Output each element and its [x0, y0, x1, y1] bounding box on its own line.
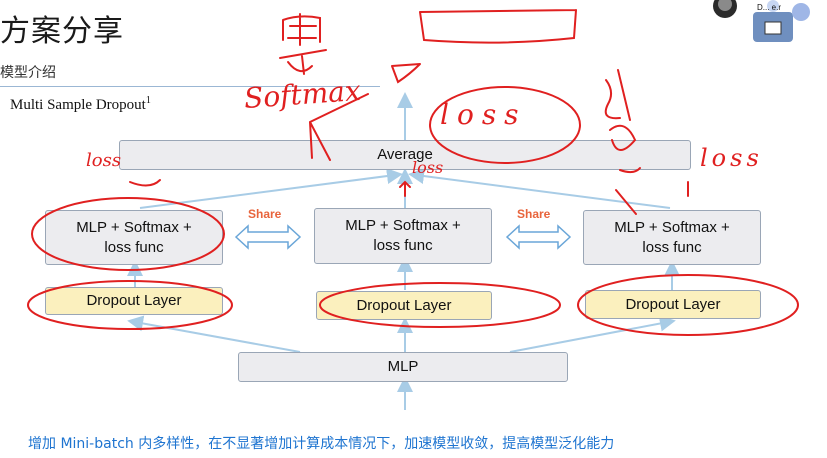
figure-caption-footnote: 1	[145, 95, 151, 106]
branch-2-mlp-line2: loss func	[373, 237, 433, 254]
branch-1-mlp-box: MLP + Softmax + loss func	[45, 210, 223, 265]
branch-2-dropout-box: Dropout Layer	[316, 291, 492, 320]
annotation-circle-dropout-2	[319, 282, 561, 328]
share-arrows	[234, 224, 572, 250]
annotation-box-top	[419, 9, 577, 44]
branch-2-dropout-label: Dropout Layer	[356, 296, 452, 314]
base-mlp-box: MLP	[238, 352, 568, 382]
annotation-circle-dropout-3	[577, 274, 799, 336]
branch-1-mlp-line1: MLP + Softmax +	[76, 218, 192, 236]
annotation-loss-left: loss	[86, 150, 122, 171]
annotation-circle-loss	[429, 86, 581, 164]
average-label: Average	[377, 146, 433, 163]
branch-3-dropout-box: Dropout Layer	[585, 290, 761, 319]
share-arrow-left-icon	[234, 224, 302, 250]
annotation-scribble-1	[282, 13, 321, 46]
header-divider	[0, 86, 380, 87]
figure-caption: Multi Sample Dropout1	[10, 95, 151, 114]
slide-subtitle: 模型介绍	[0, 65, 56, 81]
annotation-loss-right: loss	[700, 144, 763, 172]
branch-1-dropout-label: Dropout Layer	[86, 292, 182, 309]
share-label-right: Share	[517, 207, 551, 221]
mlp-to-dropout-right-arrow	[509, 315, 676, 353]
avatar-icon	[713, 0, 810, 42]
annotation-loss-top: loss	[440, 98, 527, 131]
annotation-arrow-mid	[399, 180, 411, 197]
annotation-loss-mid: loss	[412, 158, 444, 177]
presenter-avatar: D... e.r	[711, 0, 823, 48]
annotation-scribble-right	[604, 69, 641, 215]
share-label-left: Share	[248, 207, 282, 221]
branch-1-dropout-box: Dropout Layer	[45, 287, 223, 315]
annotation-stroke-left	[129, 179, 161, 187]
branch-3-mlp-box: MLP + Softmax + loss func	[583, 210, 761, 265]
branch-to-average-left-arrow	[139, 168, 403, 209]
base-mlp-label: MLP	[387, 358, 419, 375]
avatar-label: D... e.r	[757, 3, 782, 12]
branch-2-mlp-box: MLP + Softmax + loss func	[314, 208, 492, 264]
slide-title: 方案分享	[0, 14, 124, 49]
figure-caption-text: Multi Sample Dropout	[10, 97, 146, 113]
summary-note: 增加 Mini-batch 内多样性，在不显著增加计算成本情况下，加速模型收敛，…	[28, 436, 615, 452]
branch-3-dropout-label: Dropout Layer	[625, 295, 721, 313]
share-arrow-right-icon	[505, 224, 572, 250]
average-box: Average	[119, 140, 691, 170]
branch-2-mlp-line1: MLP + Softmax +	[345, 217, 461, 234]
branch-3-mlp-line2: loss func	[642, 238, 702, 256]
annotation-scribble-2	[279, 49, 327, 75]
annotation-circle-dropout-1	[27, 280, 233, 330]
branch-3-mlp-line1: MLP + Softmax +	[614, 218, 730, 236]
annotation-mark-3	[391, 63, 421, 84]
annotation-circle-branch-1	[31, 197, 225, 271]
annotation-arrow-softmax	[309, 93, 369, 161]
branch-1-mlp-line2: loss func	[104, 238, 164, 256]
